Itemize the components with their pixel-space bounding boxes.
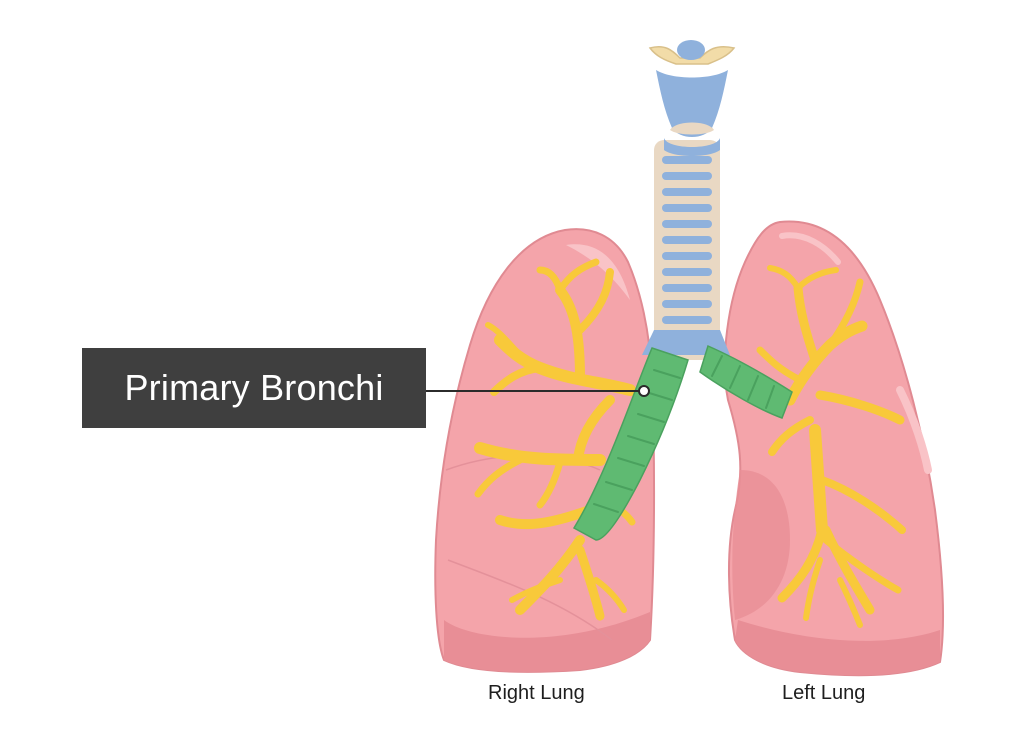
primary-bronchi-callout: Primary Bronchi <box>82 348 426 428</box>
left-bronchial-tree <box>756 265 906 628</box>
left-lung <box>723 220 944 677</box>
larynx <box>648 40 736 156</box>
primary-bronchi <box>572 344 793 541</box>
callout-leader <box>426 385 650 397</box>
right-lung-label: Right Lung <box>488 682 585 704</box>
callout-label: Primary Bronchi <box>124 367 384 408</box>
trachea <box>642 140 730 360</box>
left-lung-label: Left Lung <box>782 682 866 704</box>
